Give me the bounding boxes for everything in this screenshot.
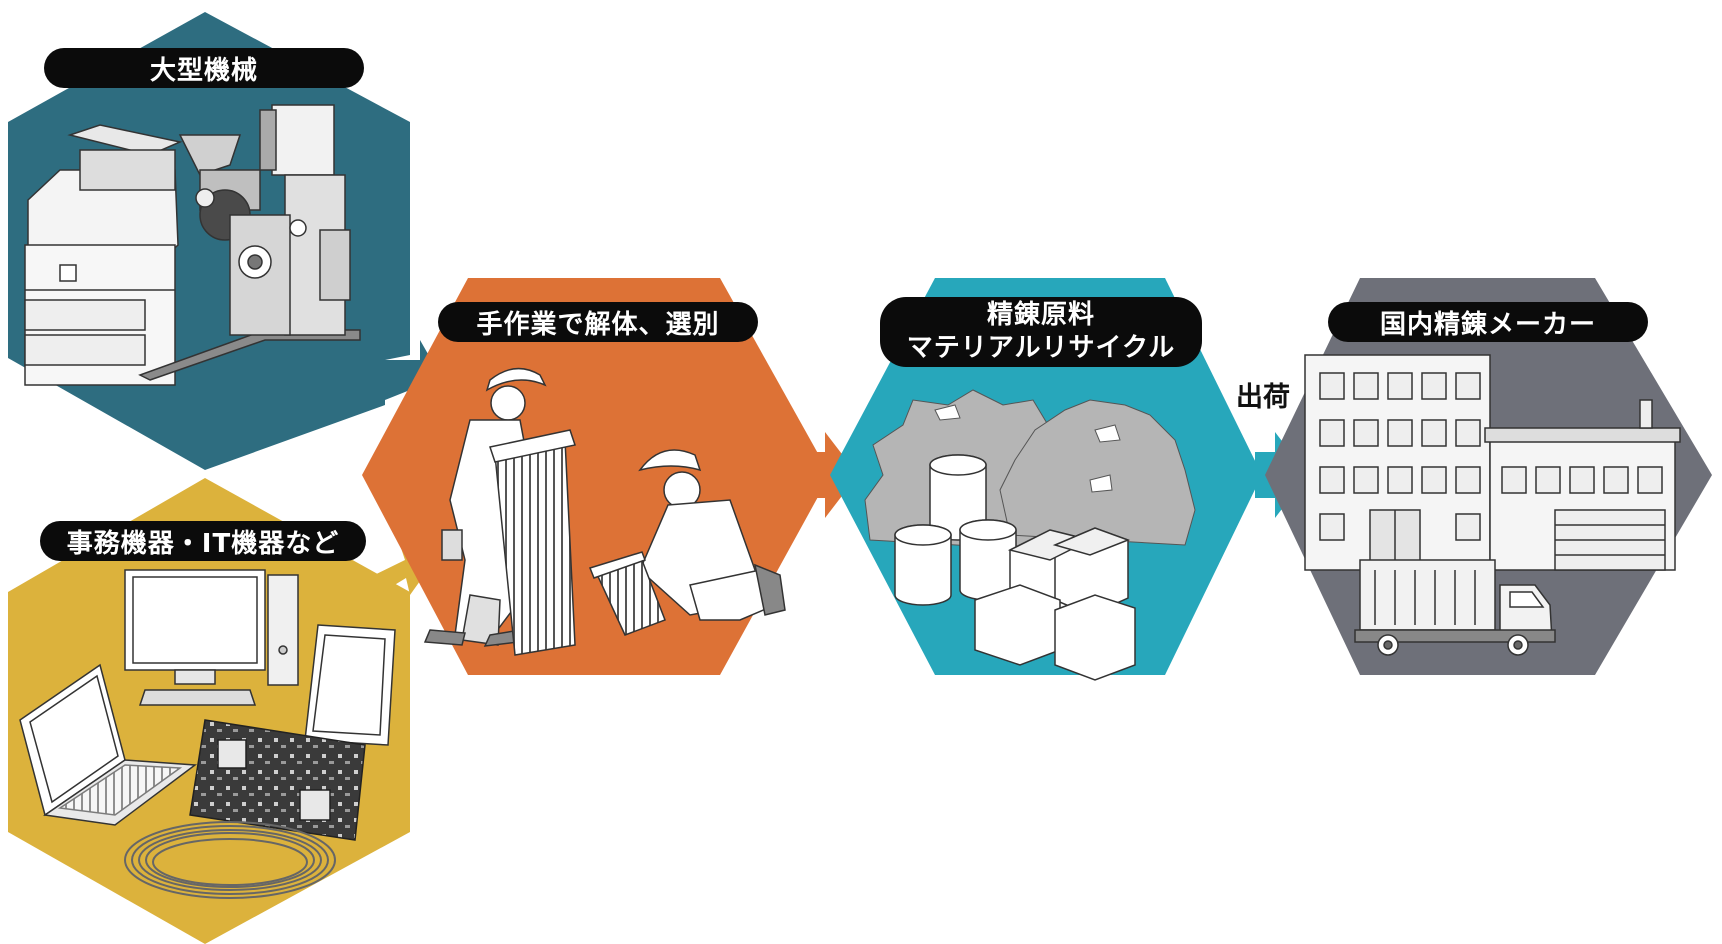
refining-materials-label-line1: 精錬原料 <box>987 299 1095 332</box>
manual-sorting-label: 手作業で解体、選別 <box>438 302 758 342</box>
refining-materials-label-line2: マテリアルリサイクル <box>907 332 1175 365</box>
office-it-label: 事務機器・IT機器など <box>40 521 366 561</box>
tablet-icon <box>305 625 395 745</box>
refining-materials-label: 精錬原料 マテリアルリサイクル <box>880 297 1202 367</box>
refining-maker-label: 国内精錬メーカー <box>1328 302 1648 342</box>
large-machines-label: 大型機械 <box>44 48 364 88</box>
shipping-label: 出荷 <box>1236 375 1290 414</box>
